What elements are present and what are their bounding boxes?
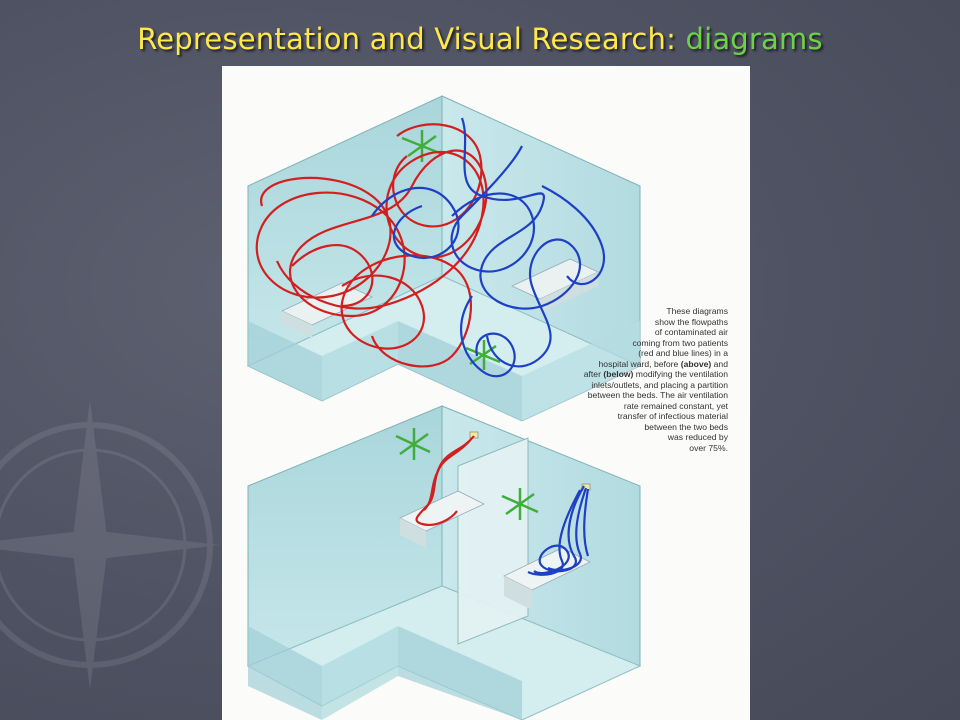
top-front-right-face bbox=[398, 321, 522, 421]
bottom-front-left-face bbox=[248, 626, 322, 720]
bottom-bed-right-side bbox=[504, 576, 532, 610]
caption-line: between the beds. The air ventilation bbox=[587, 390, 728, 400]
bottom-bed-left-side bbox=[400, 518, 426, 548]
caption-line: after (below) modifying the ventilation bbox=[528, 369, 728, 380]
bottom-vent-marker-right-icon bbox=[501, 488, 539, 520]
slide-title-main: Representation and Visual Research: bbox=[137, 22, 686, 56]
caption-line: inlets/outlets, and placing a partition bbox=[591, 379, 728, 390]
bottom-blue-flowpath bbox=[527, 485, 590, 576]
top-right-face bbox=[522, 321, 640, 421]
caption-line-bold: (below) bbox=[603, 369, 634, 379]
caption-line: was reduced by bbox=[667, 432, 728, 442]
ventilation-diagram bbox=[246, 95, 642, 720]
top-front-left-face bbox=[248, 321, 322, 401]
caption-line: hospital ward, before (above) and bbox=[528, 359, 728, 370]
bottom-outlet-left-icon bbox=[469, 431, 479, 439]
caption-line: (red and blue lines) in a bbox=[638, 348, 728, 358]
top-bed-left-side bbox=[282, 311, 312, 338]
caption-line-post: and bbox=[711, 358, 728, 369]
caption-line-bold: (above) bbox=[680, 358, 712, 369]
top-blue-flowpath bbox=[371, 117, 605, 378]
top-front-inner bbox=[322, 321, 398, 401]
bottom-bed-left bbox=[399, 490, 485, 532]
caption-line: show the flowpaths bbox=[654, 316, 728, 327]
caption-line: over 75%. bbox=[689, 442, 728, 453]
slide-title-accent: diagrams bbox=[685, 22, 823, 56]
caption-line: rate remained constant, yet bbox=[623, 400, 728, 411]
top-bed-right-side bbox=[540, 272, 598, 313]
bottom-red-flowpath bbox=[415, 435, 475, 526]
caption-line: transfer of infectious material bbox=[617, 411, 728, 421]
room-after bbox=[246, 405, 642, 720]
compass-watermark-icon bbox=[0, 400, 220, 690]
slide-title: Representation and Visual Research: diag… bbox=[0, 22, 960, 56]
top-red-flowpath bbox=[255, 123, 488, 368]
bottom-front-right-face bbox=[398, 626, 522, 720]
bottom-partition bbox=[457, 437, 529, 645]
caption-line: of contaminated air bbox=[654, 327, 728, 337]
caption-line-pre: hospital ward, before bbox=[598, 358, 681, 369]
room-before bbox=[246, 95, 642, 422]
caption-line-post: modifying the ventilation bbox=[633, 369, 728, 379]
bottom-vent-marker-left-icon bbox=[395, 428, 431, 460]
caption-line-pre: after bbox=[583, 369, 604, 379]
caption-line: These diagrams bbox=[666, 306, 728, 316]
bottom-front-inner bbox=[322, 626, 398, 720]
caption-line: coming from two patients bbox=[632, 337, 728, 348]
caption-line: between the two beds bbox=[644, 421, 728, 432]
